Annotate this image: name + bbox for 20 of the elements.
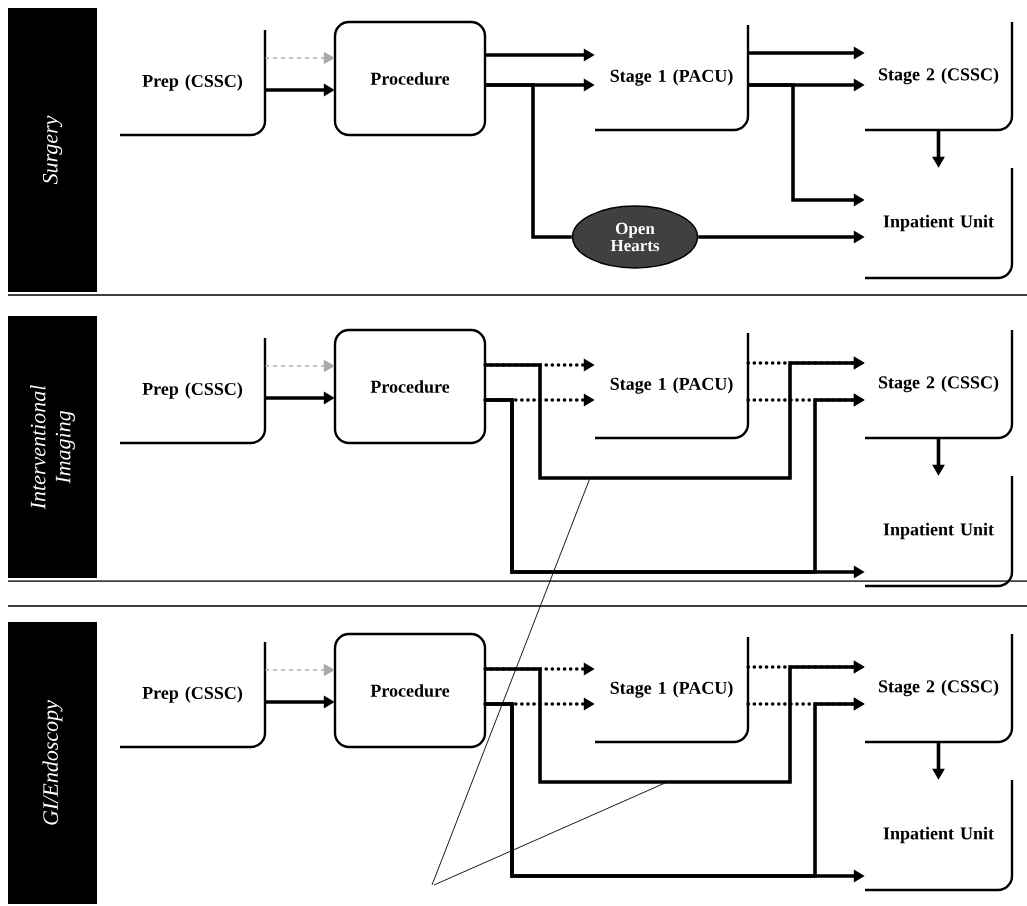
connector-line — [485, 83, 572, 239]
process-box: Stage 1 (PACU) — [595, 25, 750, 132]
process-box: Stage 2 (CSSC) — [865, 634, 1014, 744]
process-box: Stage 2 (CSSC) — [865, 330, 1014, 440]
lane-label-bar: Interventional Imaging — [8, 316, 97, 578]
process-box: Prep (CSSC) — [120, 338, 267, 445]
process-box: Prep (CSSC) — [120, 642, 267, 749]
procedure-box: Procedure — [333, 632, 487, 749]
lane-label-bar: GI/Endoscopy — [8, 622, 97, 904]
lane-label-bar: Surgery — [8, 8, 97, 292]
procedure-box: Procedure — [333, 328, 487, 445]
process-box: Inpatient Unit — [865, 780, 1014, 892]
process-box: Prep (CSSC) — [120, 30, 267, 137]
process-box: Stage 1 (PACU) — [595, 637, 750, 744]
process-box: Inpatient Unit — [865, 476, 1014, 588]
process-box: Inpatient Unit — [865, 168, 1014, 280]
process-box: Stage 1 (PACU) — [595, 333, 750, 440]
procedure-box: Procedure — [333, 20, 487, 137]
process-box: Stage 2 (CSSC) — [865, 22, 1014, 132]
open-hearts-oval: Open Hearts — [571, 205, 699, 269]
